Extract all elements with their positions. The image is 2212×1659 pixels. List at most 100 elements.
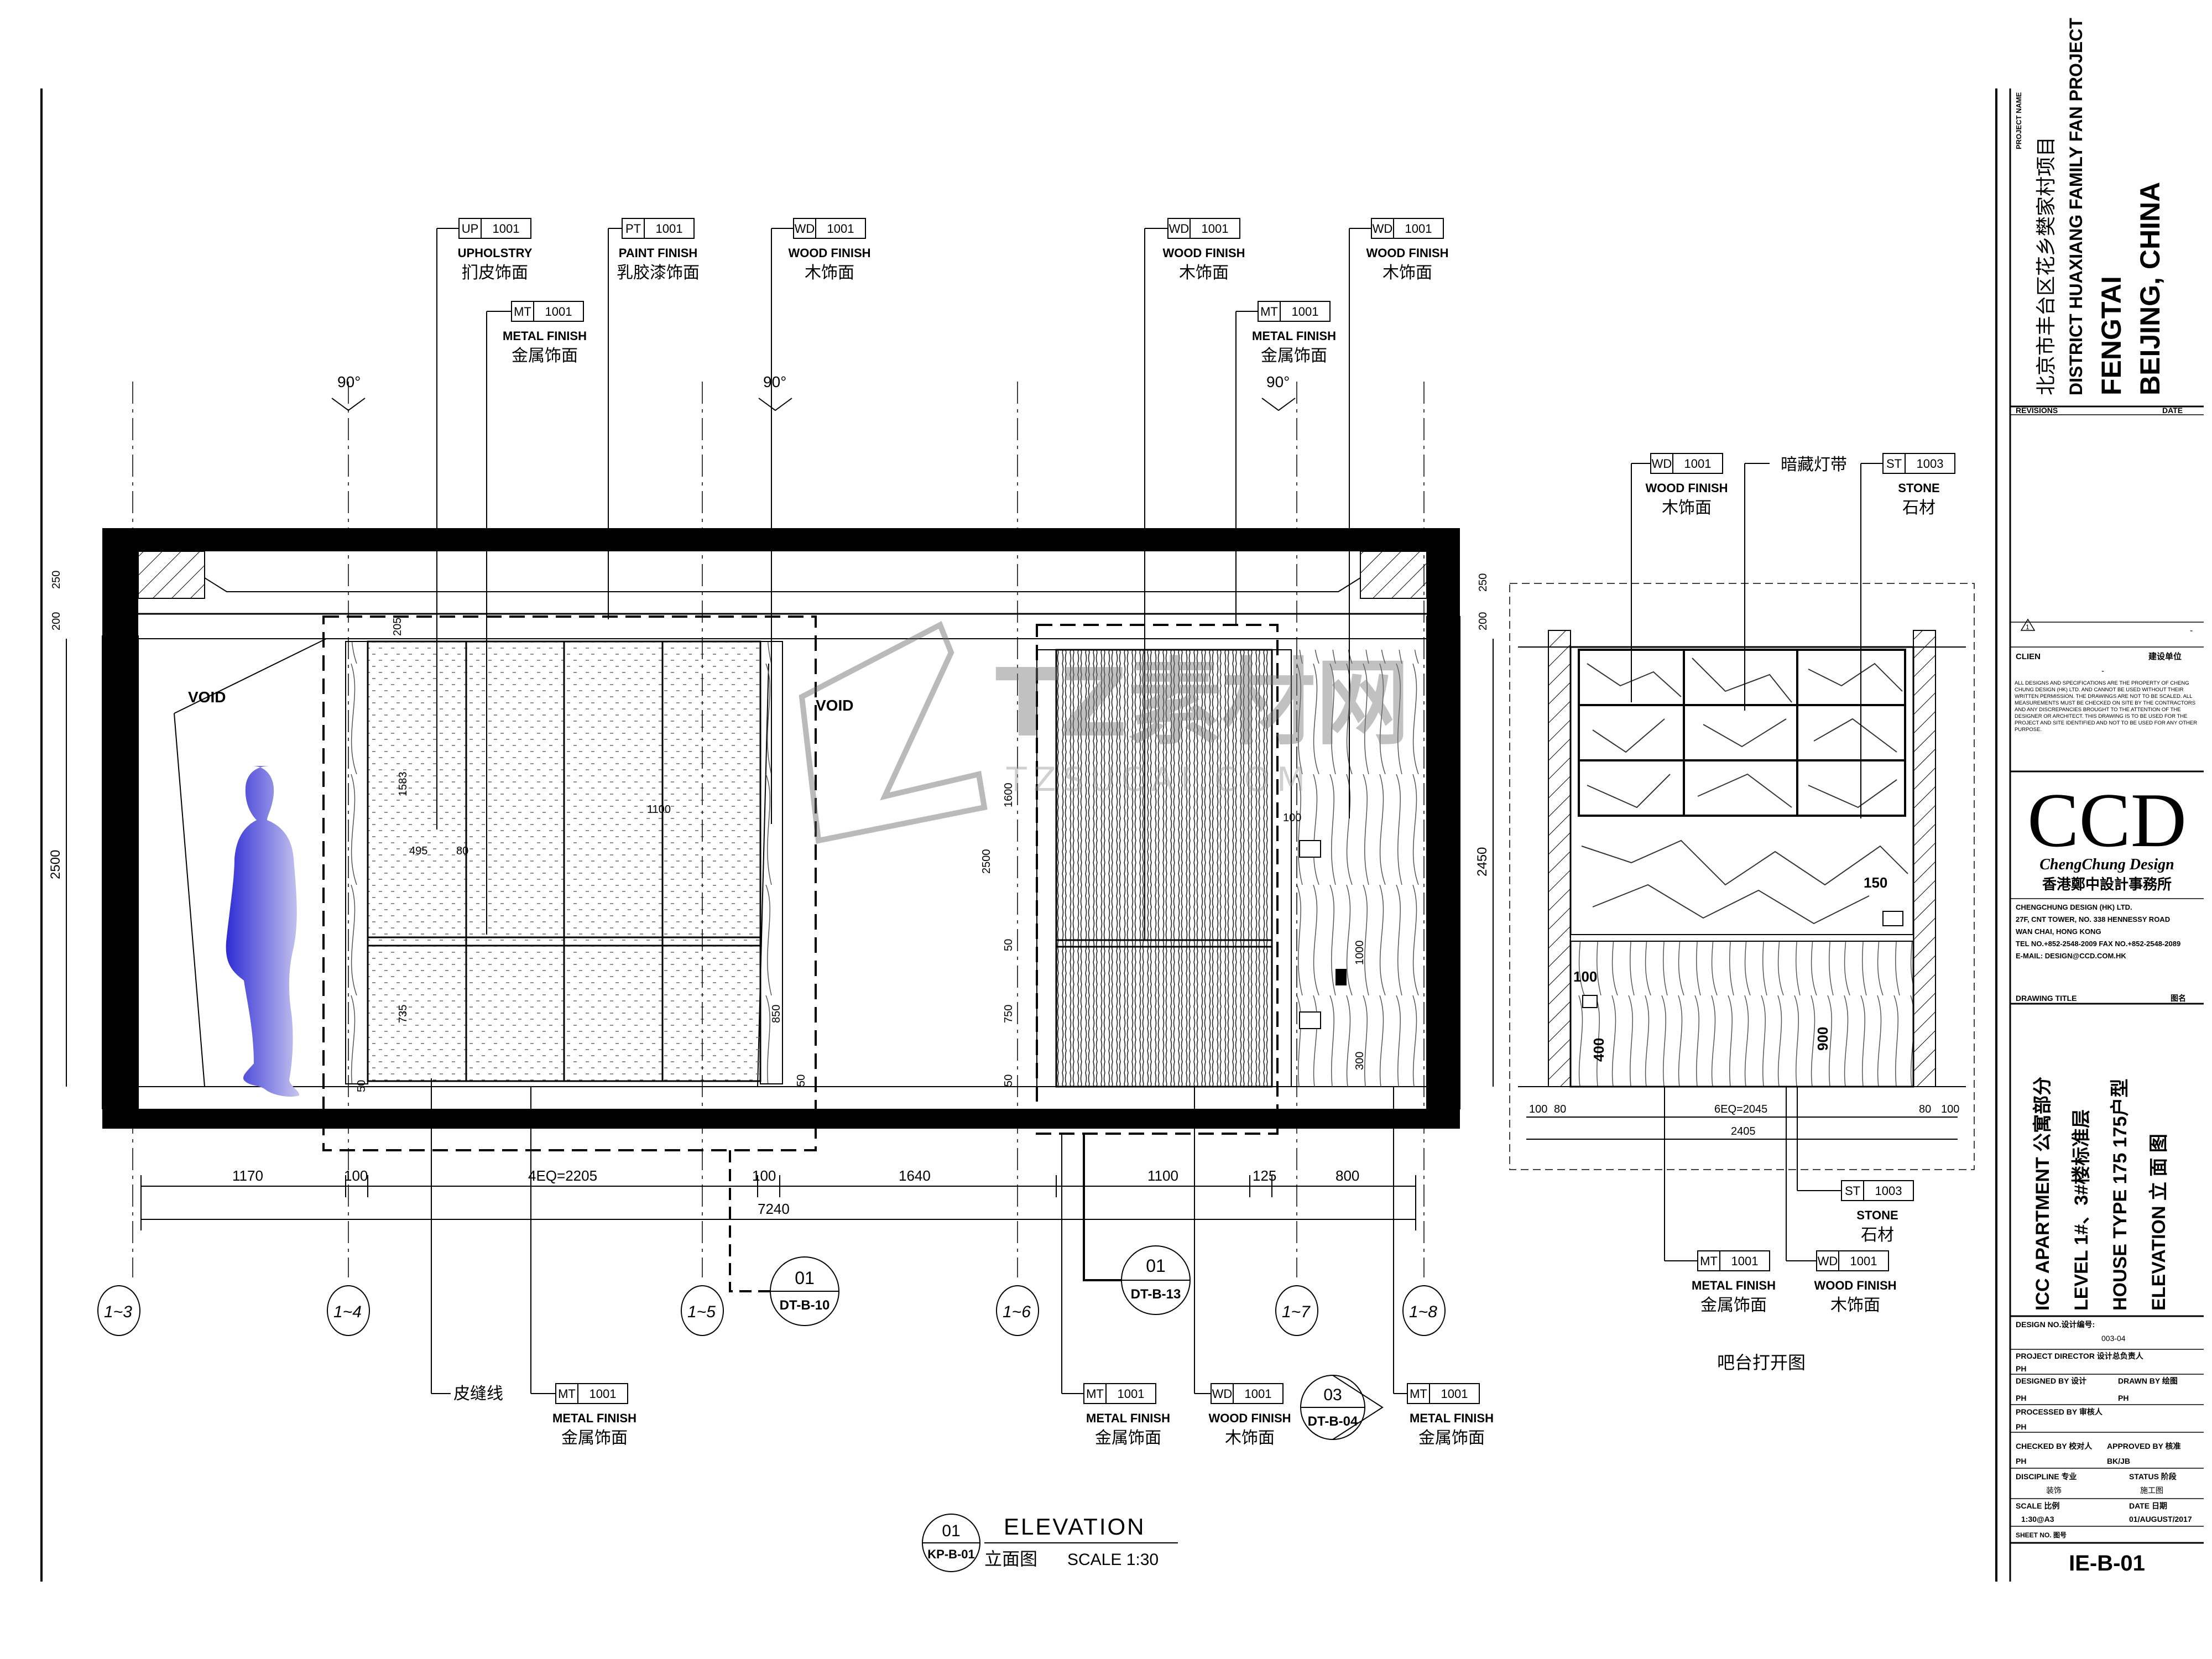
callout-cn: 木饰面 (1662, 498, 1712, 518)
bar-callout-light-strip: 暗藏灯带 (1744, 455, 1847, 711)
dim-bottom-8: 800 (1335, 1167, 1359, 1184)
tb-dt1: ICC APARTMENT 公寓部分 (2032, 1077, 2053, 1311)
tb-approved-label: APPROVED BY 核准 (2107, 1442, 2181, 1451)
callout-wood-3: WD 1001 WOOD FINISH 木饰面 (1349, 218, 1449, 818)
main-elevation: VOID VOID (48, 373, 1494, 1277)
tb-dt2: LEVEL 1#、3#楼标准层 (2071, 1109, 2092, 1311)
tb-builder: 建设单位 (2148, 651, 2182, 661)
tb-checked-label: CHECKED BY 校对人 (2016, 1442, 2093, 1451)
sheet-border (40, 88, 1997, 1582)
bottom-callouts: 皮缝线 MT 1001 METAL FINISH 金属饰面 MT 1001 ME… (431, 1078, 1494, 1448)
callout-cn: 木饰面 (1225, 1428, 1275, 1448)
tb-logo-sub: ChengChung Design (2039, 856, 2174, 873)
callout-paint: PT 1001 PAINT FINISH 乳胶漆饰面 (608, 218, 700, 619)
callout-num: 1001 (1731, 1254, 1759, 1268)
tb-notes-container: ALL DESIGNS AND SPECIFICATIONS ARE THE P… (2015, 680, 2198, 733)
tb-logo: CCD (2027, 778, 2187, 863)
callout-en: PAINT FINISH (619, 246, 698, 260)
tb-notes: ALL DESIGNS AND SPECIFICATIONS ARE THE P… (2015, 680, 2198, 733)
section-ref-2-code: DT-B-13 (1131, 1287, 1181, 1302)
angle-marks: 90° 90° 90° (331, 373, 1296, 411)
watermark-sub: TZSUCAI.COM (1006, 760, 1312, 799)
bar-dim-900: 900 (1814, 1027, 1831, 1051)
dim-bottom-7: 125 (1253, 1167, 1276, 1184)
elevation-title-block: 01 KP-B-01 ELEVATION 立面图 SCALE 1:30 (922, 1514, 1178, 1572)
callout-code: WD (795, 222, 815, 236)
dim-bottom-2: 100 (344, 1167, 368, 1184)
bar-dim-400: 400 (1590, 1038, 1607, 1062)
grid-label-4: 1~6 (1003, 1303, 1031, 1321)
bar-callout-wood: WD 1001 WOOD FINISH 木饰面 (1631, 453, 1728, 702)
callout-metal-2: MT 1001 METAL FINISH 金属饰面 (1235, 301, 1336, 625)
tb-date: DATE (2162, 406, 2183, 415)
callout-en: WOOD FINISH (1162, 246, 1245, 260)
bar-caption: 吧台打开图 (1717, 1352, 1806, 1373)
callout-cn: 石材 (1902, 498, 1936, 518)
section-ref-3-num: 03 (1323, 1386, 1342, 1404)
tb-dt3: HOUSE TYPE 175 175户型 (2110, 1078, 2131, 1311)
callout-cn: 扪皮饰面 (462, 263, 528, 283)
callout-code: MT (1260, 305, 1278, 319)
tb-design-no-label: DESIGN NO.设计编号: (2016, 1320, 2095, 1329)
dim-door-50a: 50 (1003, 939, 1015, 951)
bar-dim-r2: 100 (1941, 1103, 1959, 1115)
callout-cn: 金属饰面 (1700, 1296, 1767, 1315)
dim-gap-left: 200 (50, 612, 62, 630)
callout-num: 1001 (1850, 1254, 1877, 1268)
callout-en: METAL FINISH (503, 329, 587, 343)
bar-dim-150: 150 (1864, 874, 1887, 891)
callout-num: 1001 (656, 222, 683, 236)
title-block: PROJECT NAME 北京市丰台区花乡樊家村项目 DISTRICT HUAX… (2009, 18, 2204, 1582)
callout-cn: 木饰面 (805, 263, 854, 283)
bar-bottom-dims: 100 80 6EQ=2045 80 100 2405 (1526, 1103, 1959, 1140)
callout-wood-2: WD 1001 WOOD FINISH 木饰面 (1144, 218, 1245, 940)
callout-code: WD (1169, 222, 1190, 236)
grid-bubbles: 1~3 1~4 1~5 1~6 1~7 1~8 (97, 1285, 1446, 1336)
callout-num: 1001 (1202, 222, 1229, 236)
bar-dim-total: 2405 (1731, 1125, 1756, 1138)
detail-dashed-box-2 (1036, 624, 1279, 1135)
elev-title-cn: 立面图 (984, 1548, 1037, 1569)
dim-bottom-5: 1640 (899, 1167, 931, 1184)
callout-num: 1001 (827, 222, 854, 236)
bar-callout-wood-b: WD 1001 WOOD FINISH 木饰面 (1786, 1087, 1897, 1315)
switch-box-1 (1299, 840, 1321, 858)
angle-label-1: 90° (337, 373, 361, 390)
bar-counter-front (1569, 939, 1914, 1088)
callout-code: MT (514, 305, 531, 319)
angle-label-2: 90° (763, 373, 786, 390)
callout-cn: 木饰面 (1830, 1296, 1880, 1315)
callout-cn: 乳胶漆饰面 (617, 263, 700, 283)
tb-company: CHENGCHUNG DESIGN (HK) LTD. (2016, 903, 2132, 911)
callout-code: WD (1652, 457, 1672, 471)
callout-code: UP (462, 222, 479, 236)
tb-client: CLIEN (2016, 652, 2041, 661)
callout-metal-1: MT 1001 METAL FINISH 金属饰面 (486, 301, 587, 935)
tb-address1: 27F, CNT TOWER, NO. 338 HENNESSY ROAD (2016, 915, 2170, 924)
section-ref-1-num: 01 (795, 1268, 815, 1288)
tb-city1: FENGTAI (2096, 276, 2127, 395)
dim-bottom-3: 4EQ=2205 (528, 1167, 597, 1184)
tb-drawn: PH (2118, 1394, 2128, 1402)
tb-scale: 1:30@A3 (2021, 1515, 2054, 1524)
switch-box-2 (1299, 1011, 1321, 1029)
callout-code: WD (1373, 222, 1393, 236)
grid-label-2: 1~4 (333, 1303, 362, 1321)
callout-num: 1001 (589, 1387, 617, 1401)
callout-num: 1003 (1917, 457, 1944, 471)
watermark-main: TZ素材网 (995, 649, 1410, 758)
dim-100: 100 (1283, 812, 1301, 824)
dim-panel-h1: 1583 (397, 772, 409, 797)
callout-num: 1001 (1118, 1387, 1145, 1401)
stone-back-panel (1569, 646, 1914, 938)
tb-status: 施工图 (2140, 1486, 2163, 1495)
watermark: TZ素材网 TZSUCAI.COM (799, 621, 1410, 844)
callout-en: WOOD FINISH (1814, 1279, 1896, 1292)
floor-slab (102, 1109, 1460, 1129)
dim-bottom-1: 1170 (232, 1167, 263, 1184)
bar-dim-l2: 80 (1554, 1103, 1566, 1115)
callout-en: METAL FINISH (552, 1411, 637, 1425)
dim-door-1600: 1600 (1003, 783, 1015, 808)
callout-cn: 金属饰面 (512, 346, 578, 366)
